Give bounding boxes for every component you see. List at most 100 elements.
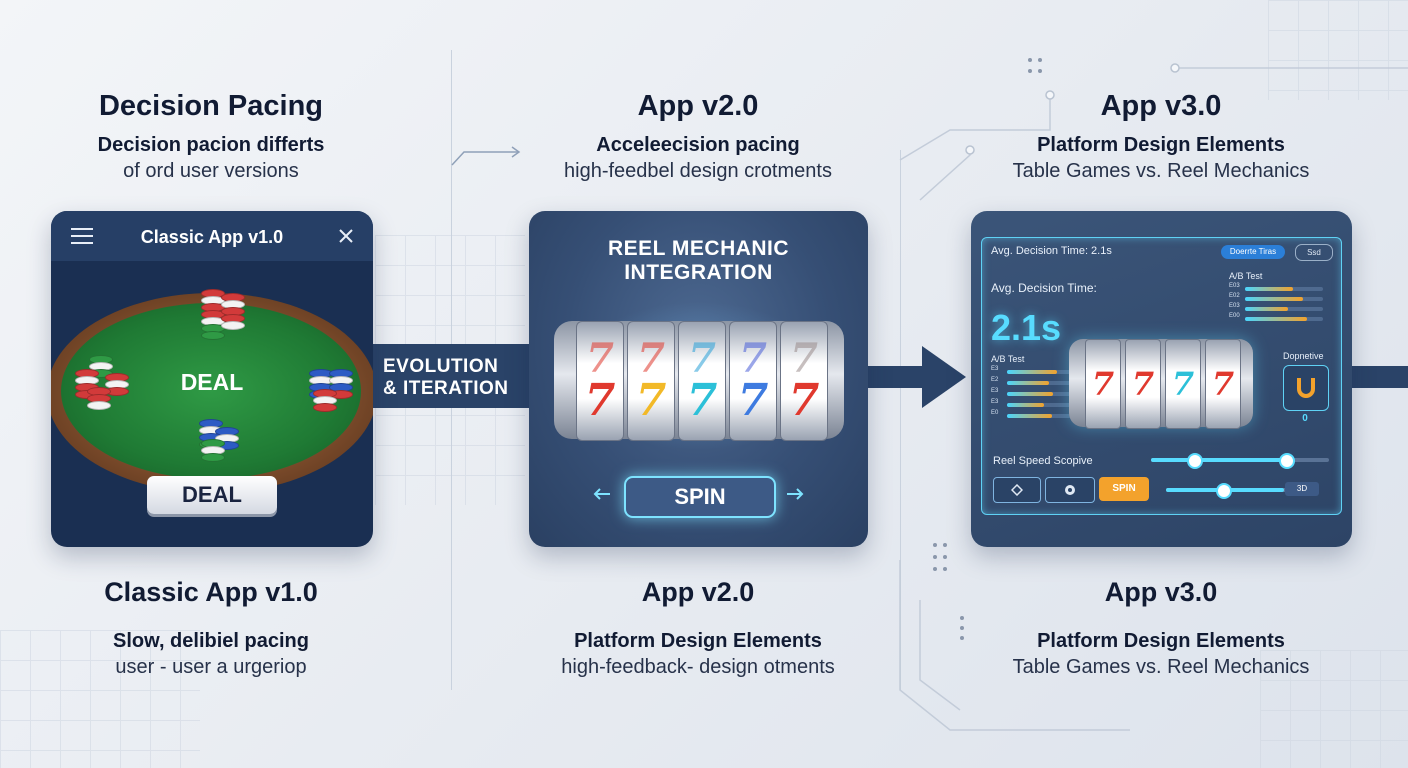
slider-handle[interactable] [1279, 453, 1295, 469]
col2-bottom-title: App v2.0 [641, 577, 755, 607]
reel: 7 [1085, 339, 1121, 429]
col3-bottom-line1: Platform Design Elements [1037, 630, 1285, 652]
col2-subtitle-line2: high-feedbel design crotments [564, 160, 832, 182]
ab-bar-row: E3 [991, 399, 1075, 410]
dopamine-label: Dopnetive [1283, 351, 1324, 361]
arrow-right-icon [922, 346, 966, 408]
chip-stack [221, 293, 245, 330]
background-grid [1260, 650, 1408, 768]
slot-reels: 7 7 7 7 7 7 7 7 7 7 [576, 321, 828, 441]
reel-panel-title-line1: REEL MECHANIC [607, 237, 790, 260]
ab-bar-track [1245, 307, 1323, 311]
reel: 7 7 [678, 321, 726, 441]
ab-bar-row: E02 [1229, 293, 1327, 304]
ab-bar-fill [1007, 414, 1052, 418]
control-button[interactable] [1045, 477, 1095, 503]
table-deal-label: DEAL [180, 369, 244, 395]
background-grid [1268, 0, 1408, 100]
col2-bottom-line1: Platform Design Elements [574, 630, 822, 652]
ab-bar-track [1007, 414, 1071, 418]
top-decision-label: Avg. Decision Time: 2.1s [991, 245, 1112, 257]
control-button[interactable] [993, 477, 1041, 503]
panel-header: Classic App v1.0 [51, 211, 373, 261]
volume-slider[interactable] [1166, 483, 1296, 499]
reel-symbol-7: 7 [584, 375, 616, 426]
connector-line2: & ITERATION [383, 378, 509, 399]
ab-bar-row: E03 [1229, 303, 1327, 314]
divider-line [900, 150, 901, 690]
slider-handle[interactable] [1187, 453, 1203, 469]
ab-bar-track [1245, 297, 1323, 301]
circuit-decoration [899, 58, 1408, 731]
avg-decision-value: 2.1s [991, 307, 1062, 348]
ab-bar-row: E3 [991, 388, 1075, 399]
ab-bar-fill [1245, 287, 1293, 291]
arrow-left-icon[interactable] [592, 487, 612, 501]
reel-symbol-7: 7 [737, 375, 769, 426]
slot-machine: 7 7 7 7 7 7 7 7 7 7 [554, 321, 844, 441]
ab-bar-fill [1007, 370, 1057, 374]
reel: 7 [1125, 339, 1161, 429]
arrow-right-icon[interactable] [785, 487, 805, 501]
connector-bar [868, 366, 928, 388]
reel-symbol-7: 7 [1211, 365, 1235, 403]
reel-speed-slider[interactable] [1151, 453, 1329, 469]
reel: 7 7 [780, 321, 828, 441]
ab-bar-fill [1245, 307, 1288, 311]
ab-bar-label: E00 [1229, 313, 1240, 319]
spin-button[interactable]: SPIN [1099, 477, 1149, 501]
ab-bar-fill [1245, 297, 1303, 301]
col3-title: App v3.0 [1100, 90, 1222, 122]
ab-bar-fill [1245, 317, 1307, 321]
reel-symbol-7: 7 [586, 335, 614, 382]
ab-bar-fill [1007, 381, 1049, 385]
ab-bar-label: E3 [991, 388, 999, 394]
col1-subtitle-line1: Decision pacion differts [97, 134, 325, 156]
ab-bar-track [1007, 381, 1071, 385]
ab-bar-label: E0 [991, 410, 999, 416]
reel-symbol-7: 7 [686, 375, 718, 426]
spin-button[interactable]: SPIN [624, 476, 776, 518]
top-pill-button[interactable]: Doerrte Tiras [1221, 245, 1285, 259]
slider-end-label: 3D [1285, 482, 1319, 496]
reel: 7 7 [576, 321, 624, 441]
ab-bar-track [1245, 287, 1323, 291]
dashboard-panel: Avg. Decision Time: 2.1s Doerrte Tiras S… [971, 211, 1352, 547]
reel-symbol-7: 7 [739, 335, 767, 382]
settings-icon [1011, 484, 1023, 496]
ab-bar-row: E0 [991, 410, 1075, 421]
col3-subtitle-line2: Table Games vs. Reel Mechanics [1012, 160, 1310, 182]
classic-app-panel: Classic App v1.0 DEAL DEAL [51, 211, 373, 547]
col2-bottom-line2: high-feedback- design otments [561, 656, 835, 678]
deal-button[interactable]: DEAL [147, 476, 277, 514]
play-icon [1065, 485, 1075, 495]
reel-symbol-7: 7 [1091, 365, 1115, 403]
ab-bar-row: E00 [1229, 313, 1327, 324]
col3-subtitle-line1: Platform Design Elements [1037, 134, 1285, 156]
dopamine-meter[interactable] [1283, 365, 1329, 411]
ab-bar-label: E03 [1229, 283, 1240, 289]
reel-symbol-7: 7 [788, 375, 820, 426]
ab-bar-label: E3 [991, 399, 999, 405]
ab-bar-track [1007, 370, 1071, 374]
close-icon[interactable] [338, 228, 354, 244]
ab-bar-label: E03 [1229, 303, 1240, 309]
reel-symbol-7: 7 [635, 375, 667, 426]
menu-icon[interactable] [70, 227, 94, 245]
ab-bar-row: E2 [991, 377, 1075, 388]
col2-title: App v2.0 [637, 90, 759, 122]
evolution-connector: EVOLUTION & ITERATION [373, 344, 530, 408]
background-grid [0, 630, 200, 768]
avg-decision-label: Avg. Decision Time: [991, 281, 1097, 295]
slider-handle[interactable] [1216, 483, 1232, 499]
ab-bar-track [1007, 403, 1071, 407]
ab-bar-row: E3 [991, 366, 1075, 377]
reel: 7 [1165, 339, 1201, 429]
panel-header-title: Classic App v1.0 [140, 227, 284, 247]
reel: 7 [1205, 339, 1241, 429]
ab-bar-row: E03 [1229, 283, 1327, 294]
top-pill-button-2[interactable]: Ssd [1295, 244, 1333, 261]
col1-bottom-line2: user - user a urgeriop [115, 656, 307, 678]
reel-symbol-7: 7 [1131, 365, 1155, 403]
